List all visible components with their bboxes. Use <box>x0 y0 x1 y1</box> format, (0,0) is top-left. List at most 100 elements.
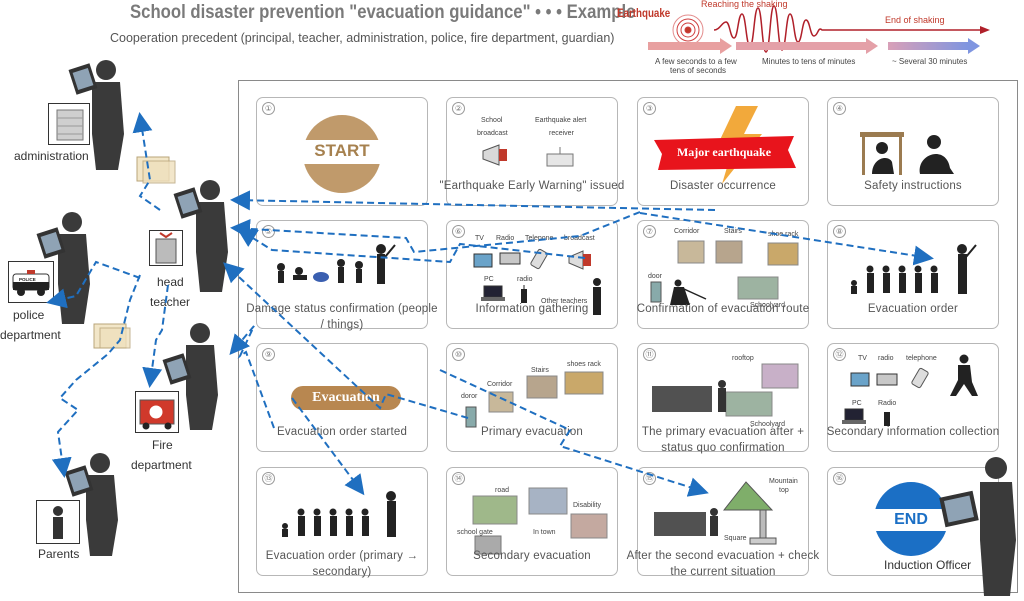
label-tv: TV <box>475 235 484 242</box>
step-card-8: ⑧ Evacuation order <box>827 220 999 329</box>
step-caption: Damage status confirmation (people / thi… <box>246 303 438 331</box>
label-shoes-rack: shoes rack <box>567 361 601 368</box>
shoe-rack-photo <box>767 242 799 266</box>
school-gate-photo <box>474 535 502 555</box>
teacher-figure-icon <box>593 278 601 315</box>
schoolyard-photo <box>737 276 779 300</box>
label-schoolyard: Schoolyard <box>750 302 786 309</box>
label-top: top <box>779 487 789 494</box>
step-number: ⑯ <box>833 472 846 485</box>
police-sign: POLICE <box>19 277 36 282</box>
step-caption: Secondary information collection <box>826 426 1000 438</box>
parents-icon <box>36 500 80 544</box>
step-card-10: ⑩ Stairs shoes rack Corridor doror Prima… <box>446 343 618 452</box>
label-tv: TV <box>858 355 867 362</box>
label-disability: Disability <box>573 502 602 509</box>
radio-icon <box>876 373 898 386</box>
stairs-photo <box>526 375 558 399</box>
step-number: ① <box>262 102 275 115</box>
document-icon <box>136 156 176 184</box>
label-square: Square <box>724 535 747 542</box>
step-number: ⑬ <box>262 472 275 485</box>
tv-icon <box>850 372 870 387</box>
phase3-label: ~ Several 30 minutes <box>892 57 968 66</box>
step-number: ④ <box>833 102 846 115</box>
label-radio: Radio <box>496 235 515 242</box>
step-card-7: ⑦ Corridor Stairs shoe rack door Schooly… <box>637 220 809 329</box>
corridor-photo <box>677 240 705 264</box>
step-caption: The primary evacuation after + status qu… <box>641 426 805 454</box>
step-number: ⑮ <box>643 472 656 485</box>
step-caption: Evacuation order started <box>276 426 408 438</box>
step-number: ⑦ <box>643 225 656 238</box>
label-other-teachers: Other teachers <box>541 298 588 305</box>
step-number: ② <box>452 102 465 115</box>
label-doror: doror <box>461 393 478 400</box>
step-number: ⑩ <box>452 348 465 361</box>
tower-icon <box>749 509 777 545</box>
step-card-2: ② School broadcast Earthquake alert rece… <box>439 97 624 206</box>
evacuation-badge: Evacuation <box>291 386 401 410</box>
step-card-3: ③ Major earthquake Disaster occurrence <box>637 97 809 206</box>
step-caption: After the second evacuation + check the … <box>626 550 820 578</box>
end-label: End of shaking <box>885 15 945 25</box>
label-radio-2: radio <box>517 276 533 283</box>
step-card-6: ⑥ TV Radio Telepone broadcast PC radio O… <box>446 220 618 329</box>
rooftop-photo <box>761 363 799 389</box>
label-alert: Earthquake alert <box>535 117 587 124</box>
head-teacher-label-2: teacher <box>150 295 191 309</box>
disability-photo <box>570 513 608 539</box>
running-figure-icon <box>950 354 978 396</box>
under-desk-figures-icon <box>860 132 954 175</box>
alert-receiver-icon <box>546 147 574 167</box>
start-badge-band <box>303 140 381 164</box>
step-number: ⑫ <box>833 348 846 361</box>
label-telepone: Telepone <box>525 235 554 242</box>
students-line-icon <box>851 244 977 294</box>
police-car-icon: POLICE <box>8 261 54 303</box>
laptop-icon <box>481 285 505 301</box>
police-label-1: police <box>13 308 45 322</box>
step-caption: Information gathering <box>475 303 589 315</box>
schoolyard-photo <box>725 391 773 417</box>
step-card-1: ① START <box>256 97 428 206</box>
reaching-label: Reaching the shaking <box>701 0 788 9</box>
handheld-radio-icon <box>884 412 890 426</box>
phase1-line1: A few seconds to a few <box>655 57 737 66</box>
road-photo <box>472 495 518 525</box>
step-card-12: ⑫ TV radio telephone PC Radio Secondary … <box>827 343 999 452</box>
label-pc: PC <box>852 400 862 407</box>
label-radio-2: Radio <box>878 400 897 407</box>
step-number: ⑤ <box>262 225 275 238</box>
document-icon <box>93 323 131 349</box>
label-road: road <box>495 487 510 494</box>
earthquake-label: Earthquake <box>617 8 671 20</box>
corridor-photo <box>488 391 514 413</box>
step-caption: Safety instructions <box>864 180 962 192</box>
megaphone-icon <box>482 144 507 166</box>
label-stairs: Stairs <box>531 367 549 374</box>
step-number: ⑪ <box>643 348 656 361</box>
students-line-icon <box>282 491 396 537</box>
label-mountain: Mountain <box>769 478 798 485</box>
step-number: ③ <box>643 102 656 115</box>
phone-icon <box>911 367 929 389</box>
step-card-4: ④ Safety instructions <box>827 97 999 206</box>
timeline-graphic <box>648 5 990 54</box>
label-pc: PC <box>484 276 494 283</box>
induction-officer-label: Induction Officer <box>884 558 972 572</box>
step-card-9: ⑨ Evacuation Evacuation order started <box>256 343 428 452</box>
laptop-icon <box>842 408 866 424</box>
administration-building-icon <box>48 103 90 145</box>
step-caption: Evacuation order (primary → secondary) <box>265 550 419 578</box>
step-card-11: ⑪ rooftop Schoolyard The primary evacuat… <box>637 343 809 454</box>
label-receiver: receiver <box>549 130 574 137</box>
label-radio: radio <box>878 355 894 362</box>
page-title: School disaster prevention "evacuation g… <box>130 2 636 23</box>
step-caption: Evacuation order <box>867 303 959 315</box>
label-corridor: Corridor <box>674 228 700 235</box>
inspector-figure-icon <box>670 279 707 305</box>
step-number: ⑧ <box>833 225 846 238</box>
parents-label: Parents <box>38 547 80 561</box>
label-broadcast: broadcast <box>564 235 595 242</box>
